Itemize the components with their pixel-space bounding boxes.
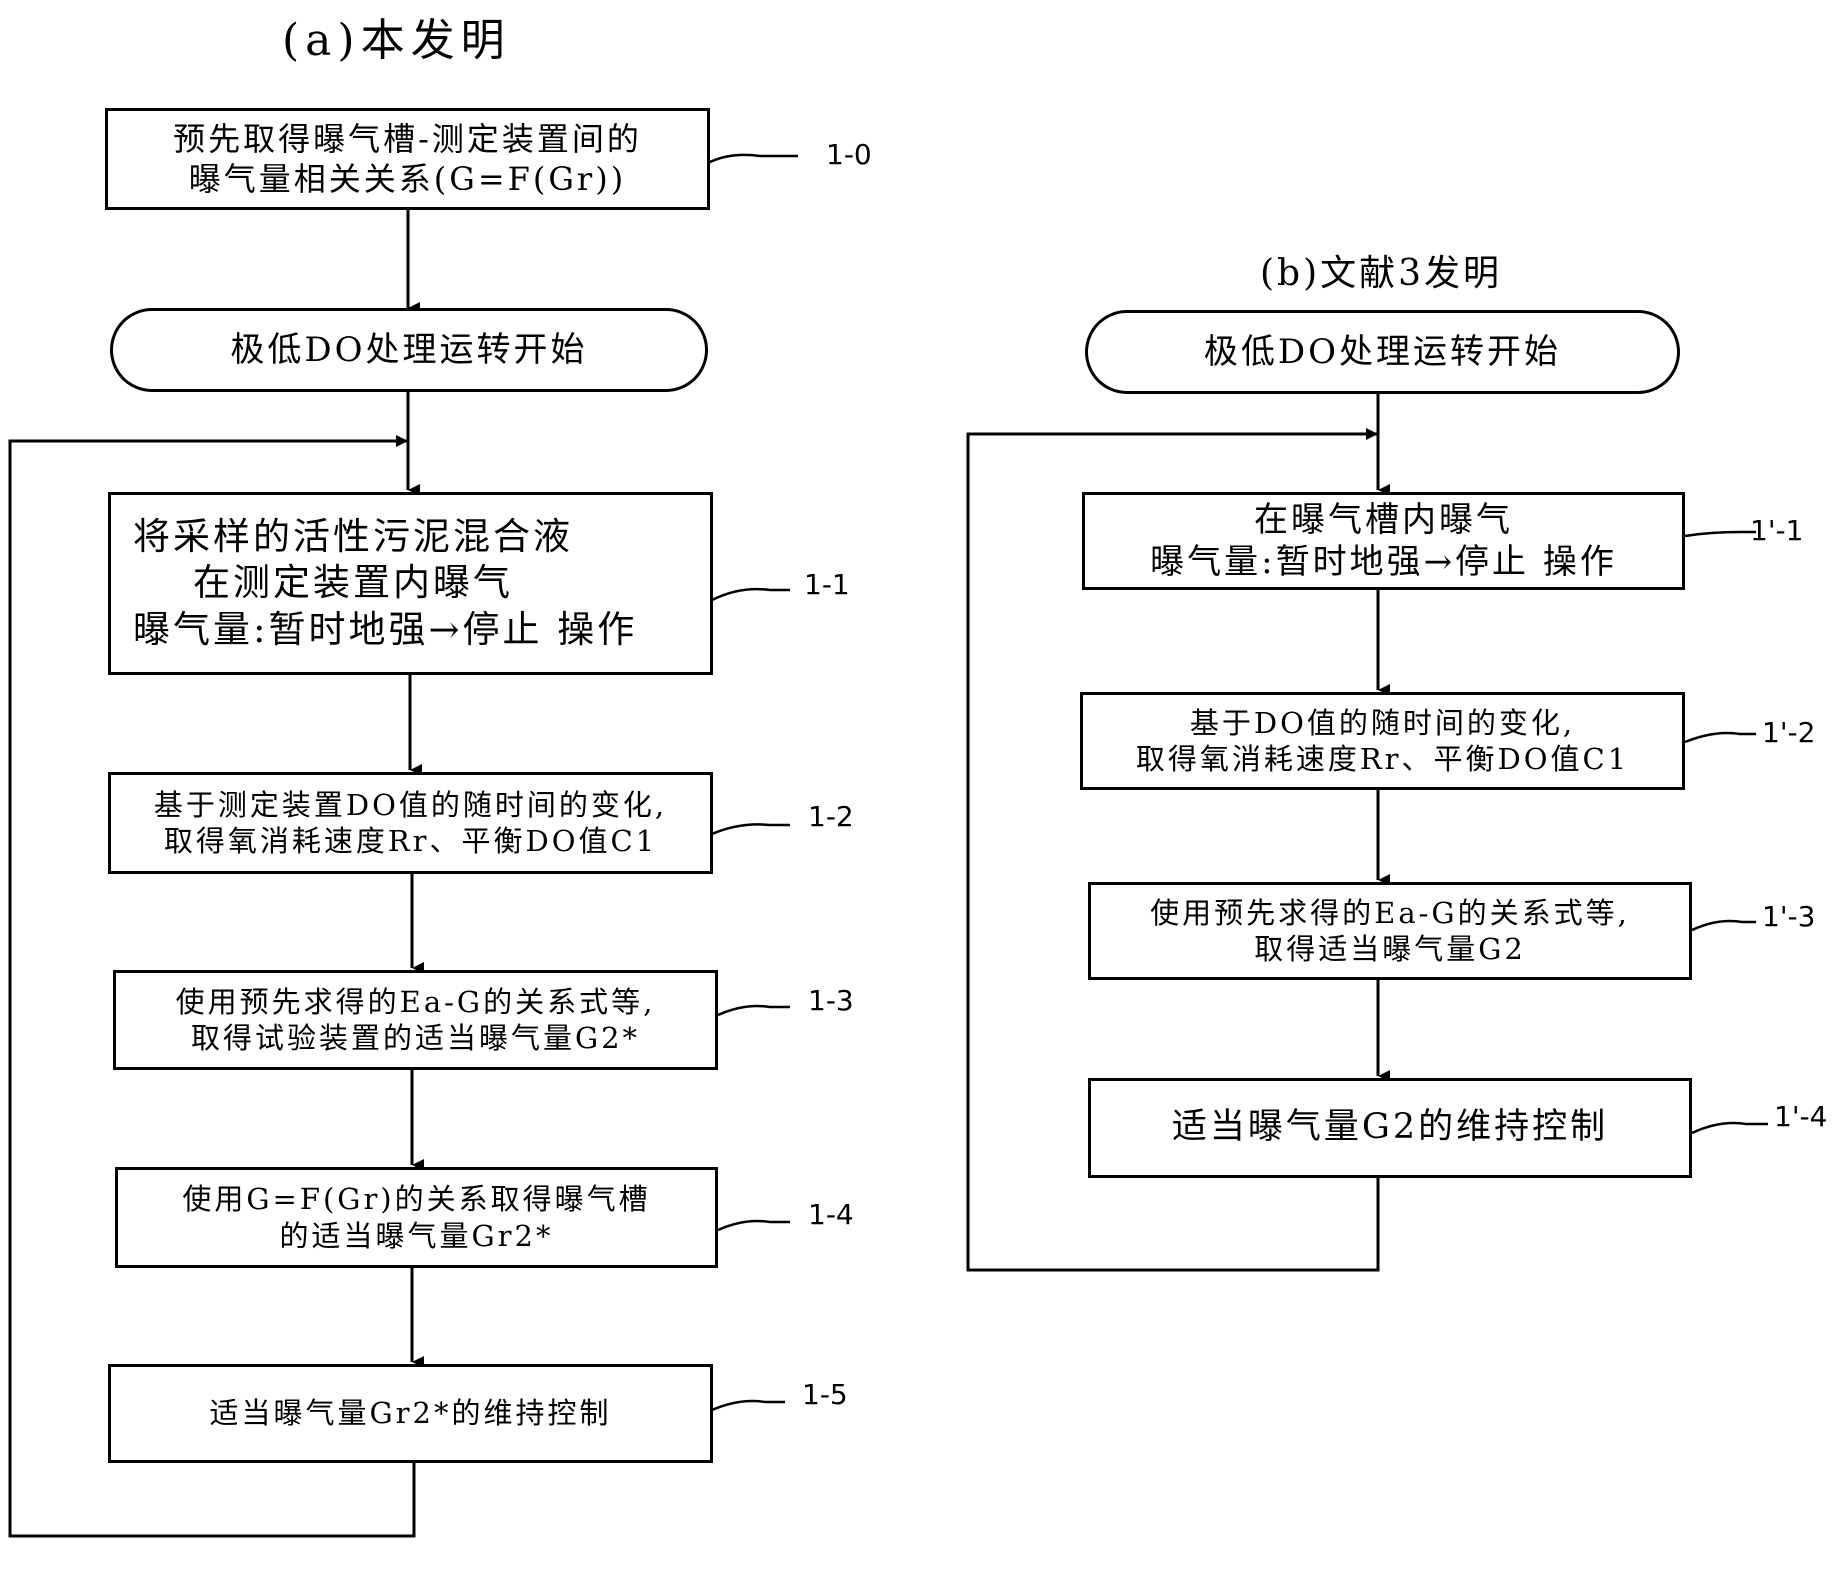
label-1p-4: 1'-4	[1774, 1100, 1828, 1133]
label-1-4: 1-4	[808, 1198, 854, 1231]
label-1-5: 1-5	[802, 1378, 848, 1411]
left-step-1-1-line-1: 将采样的活性污泥混合液	[133, 515, 573, 559]
right-step-1p-4-line-1: 适当曝气量G2的维持控制	[1171, 1107, 1609, 1148]
leader-1p-3	[1691, 919, 1756, 932]
leader-1p-1	[1684, 530, 1756, 538]
leader-1-2	[711, 823, 790, 836]
right-loop-line	[966, 428, 1380, 1272]
leader-1-5	[711, 1399, 785, 1412]
left-step-1-5-box: 适当曝气量Gr2*的维持控制	[108, 1364, 713, 1463]
left-loop-line	[8, 435, 416, 1538]
left-step-1-4-line-1: 使用G=F(Gr)的关系取得曝气槽	[182, 1182, 651, 1217]
right-step-1p-3-box: 使用预先求得的Ea-G的关系式等, 取得适当曝气量G2	[1088, 882, 1692, 980]
right-step-1p-1-line-1: 在曝气槽内曝气	[1254, 499, 1513, 540]
right-step-1p-2-line-1: 基于DO值的随时间的变化,	[1189, 705, 1576, 740]
left-step-1-3-line-1: 使用预先求得的Ea-G的关系式等,	[175, 984, 656, 1019]
right-step-1p-1-line-2: 曝气量:暂时地强→停止 操作	[1150, 542, 1617, 582]
right-title: (b)文献3发明	[1260, 253, 1503, 294]
right-step-1p-2-box: 基于DO值的随时间的变化, 取得氧消耗速度Rr、平衡DO值C1	[1080, 692, 1685, 790]
leader-1-3	[717, 1004, 790, 1017]
left-step-1-3-box: 使用预先求得的Ea-G的关系式等, 取得试验装置的适当曝气量G2*	[113, 970, 718, 1070]
left-start-box: 极低DO处理运转开始	[110, 308, 708, 392]
leader-1-4	[717, 1219, 790, 1232]
leader-1-0	[707, 153, 798, 165]
label-1p-1: 1'-1	[1750, 514, 1804, 547]
leader-1p-2	[1684, 731, 1756, 744]
leader-1-1	[711, 587, 790, 602]
left-step-1-1-line-3: 曝气量:暂时地强→停止 操作	[133, 607, 638, 651]
leader-1p-4	[1691, 1121, 1768, 1135]
label-1-0: 1-0	[826, 138, 872, 171]
label-1p-2: 1'-2	[1762, 716, 1816, 749]
label-1-3: 1-3	[808, 984, 854, 1017]
right-step-1p-1-box: 在曝气槽内曝气 曝气量:暂时地强→停止 操作	[1082, 492, 1685, 590]
label-1p-3: 1'-3	[1762, 900, 1816, 933]
left-step-1-4-line-2: 的适当曝气量Gr2*	[279, 1218, 554, 1253]
right-step-1p-3-line-2: 取得适当曝气量G2	[1254, 932, 1526, 966]
label-1-1: 1-1	[804, 568, 850, 601]
left-step-1-0-line-1: 预先取得曝气槽-测定装置间的	[173, 120, 642, 158]
left-step-1-2-line-2: 取得氧消耗速度Rr、平衡DO值C1	[163, 824, 658, 858]
right-start-text: 极低DO处理运转开始	[1203, 331, 1562, 372]
left-step-1-1-box: 将采样的活性污泥混合液 在测定装置内曝气 曝气量:暂时地强→停止 操作	[108, 492, 713, 675]
right-step-1p-4-box: 适当曝气量G2的维持控制	[1088, 1078, 1692, 1178]
left-start-text: 极低DO处理运转开始	[230, 329, 588, 370]
left-step-1-0-line-2: 曝气量相关关系(G=F(Gr))	[188, 160, 627, 198]
left-step-1-5-line-1: 适当曝气量Gr2*的维持控制	[209, 1396, 612, 1431]
left-title: (a)本发明	[282, 15, 511, 66]
right-step-1p-2-line-2: 取得氧消耗速度Rr、平衡DO值C1	[1135, 742, 1630, 776]
left-step-1-2-box: 基于测定装置DO值的随时间的变化, 取得氧消耗速度Rr、平衡DO值C1	[108, 772, 713, 874]
left-step-1-2-line-1: 基于测定装置DO值的随时间的变化,	[153, 787, 668, 822]
right-start-box: 极低DO处理运转开始	[1085, 310, 1680, 394]
left-step-1-0-box: 预先取得曝气槽-测定装置间的 曝气量相关关系(G=F(Gr))	[105, 108, 710, 210]
right-step-1p-3-line-1: 使用预先求得的Ea-G的关系式等,	[1150, 895, 1630, 930]
label-1-2: 1-2	[808, 800, 854, 833]
left-step-1-4-box: 使用G=F(Gr)的关系取得曝气槽 的适当曝气量Gr2*	[115, 1167, 718, 1268]
left-step-1-3-line-2: 取得试验装置的适当曝气量G2*	[190, 1021, 641, 1055]
left-step-1-1-line-2: 在测定装置内曝气	[193, 561, 513, 605]
